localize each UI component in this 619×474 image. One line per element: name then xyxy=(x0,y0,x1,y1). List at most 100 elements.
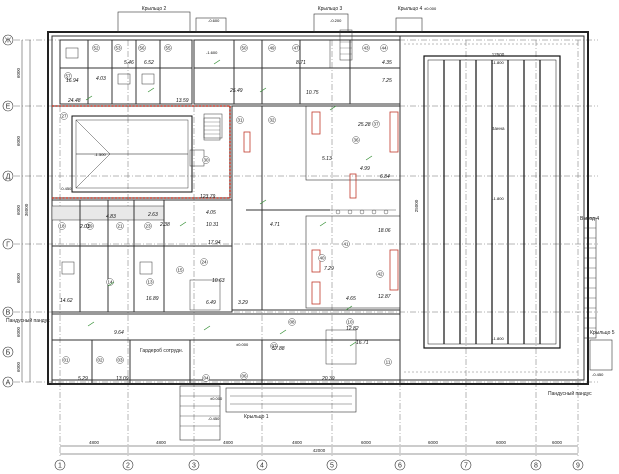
room-area: 9.64 xyxy=(114,330,124,336)
porch-2-label: Крыльцо 2 xyxy=(142,6,167,12)
dim-bottom-7: 6000 xyxy=(496,440,507,445)
dim-bottom-5: 6000 xyxy=(361,440,372,445)
room-area: 5.13 xyxy=(322,156,332,162)
upper-left-block xyxy=(59,39,193,105)
room-no: 50 xyxy=(241,46,247,51)
dim-bottom-8: 6000 xyxy=(552,440,563,445)
room-no: 07 xyxy=(271,344,277,349)
pool-dimension-labels: Ванна 12500 25000 xyxy=(414,52,505,212)
room-area: 4.99 xyxy=(360,166,370,172)
room-area: 14.62 xyxy=(60,298,73,304)
room-no: 04 xyxy=(203,376,209,381)
axis-label-v: В xyxy=(6,310,11,317)
room-area: 24.48 xyxy=(67,98,81,104)
porch-1-label: Крыльцо 1 xyxy=(244,414,269,420)
dim-bottom-6: 6000 xyxy=(428,440,439,445)
room-no: 37 xyxy=(373,122,379,127)
room-area: 17.94 xyxy=(208,240,221,246)
axis-label-d: Д xyxy=(6,174,11,181)
axis-label-a: А xyxy=(6,380,11,387)
axis-label-g: Г xyxy=(6,242,10,249)
room-area: 25.28 xyxy=(357,122,371,128)
room-area: 10.63 xyxy=(212,278,225,284)
pool-basin xyxy=(423,55,561,349)
axis-bubbles-bottom: 1 2 3 4 5 6 7 8 9 xyxy=(54,459,584,471)
room-no: 43 xyxy=(363,46,369,51)
room-no: 40 xyxy=(319,256,325,261)
room-area: 4.83 xyxy=(106,214,116,220)
pool-dim-width: 12500 xyxy=(492,52,505,57)
entrance-note: Выход 4 xyxy=(580,216,599,222)
room-area: 16.71 xyxy=(356,340,369,346)
dim-left-5: 6000 xyxy=(16,326,21,337)
room-no: 01 xyxy=(63,358,69,363)
dim-left-6: 6000 xyxy=(16,361,21,372)
pool-hall: -1.800 -1.800 -1.800 Выход 4 xyxy=(399,35,599,381)
small-pool-level: -1.500 xyxy=(94,152,106,157)
axis-label-6: 6 xyxy=(398,463,402,470)
room-area: 6.52 xyxy=(144,60,154,66)
porch-4-label: Крыльцо 4 xyxy=(398,6,423,12)
lower-band: Гардероб сотрудн. Пандусный пандус Панду… xyxy=(6,313,592,397)
room-no: 06 xyxy=(241,374,247,379)
lower-left-block xyxy=(51,199,233,313)
room-area: 6.49 xyxy=(206,300,216,306)
room-area: 4.71 xyxy=(270,222,280,228)
room-area: 7.29 xyxy=(324,266,334,272)
room-no: 44 xyxy=(381,46,387,51)
upper-porches: Крыльцо 2 Крыльцо 3 Крыльцо 4 -0.600 -0.… xyxy=(117,6,437,33)
room-area: 13.59 xyxy=(176,98,189,104)
dim-bottom-2: 4800 xyxy=(156,440,167,445)
room-no: 10 xyxy=(347,320,353,325)
elev-mark: ±0.000 xyxy=(210,396,223,401)
pool-label: Ванна xyxy=(492,126,505,131)
axis-label-9: 9 xyxy=(576,463,580,470)
dim-left-2: 6000 xyxy=(16,135,21,146)
axis-label-zh: Ж xyxy=(5,38,12,45)
room-area: 5.46 xyxy=(124,60,134,66)
room-no: 41 xyxy=(343,242,349,247)
room-area: 25.49 xyxy=(229,88,243,94)
room-no: 13 xyxy=(147,280,153,285)
dim-left-3: 6000 xyxy=(16,204,21,215)
room-area: 123.79 xyxy=(200,194,216,200)
pool-level-top: -1.800 xyxy=(492,60,504,65)
room-area: 12.87 xyxy=(378,294,391,300)
dimension-chain-left: 6000 6000 6000 6000 6000 6000 36000 xyxy=(16,40,31,382)
ramp-note-left: Пандусный пандус xyxy=(6,317,50,324)
axis-bubbles-left: Ж Е Д Г В Б А xyxy=(2,34,14,388)
elev-porch-5: -0.450 xyxy=(592,372,604,377)
room-no: 56 xyxy=(139,46,145,51)
axis-label-5: 5 xyxy=(330,463,334,470)
finish-annotations xyxy=(85,59,373,347)
room-area: 3.29 xyxy=(238,300,248,306)
elev-mark: ±0.000 xyxy=(236,342,249,347)
axis-label-4: 4 xyxy=(260,463,264,470)
room-no: 24 xyxy=(201,260,207,265)
room-area: 18.06 xyxy=(378,228,391,234)
room-no: 02 xyxy=(97,358,103,363)
room-area: 16.89 xyxy=(146,296,159,302)
dim-bottom-3: 4800 xyxy=(223,440,234,445)
room-area: 2.03 xyxy=(79,224,90,230)
room-area: 2.63 xyxy=(147,212,158,218)
room-no: 42 xyxy=(377,272,383,277)
room-no: 32 xyxy=(269,118,275,123)
room-area: 8.71 xyxy=(296,60,306,66)
elev-porch-3: -0.200 xyxy=(330,18,342,23)
elev-mark: -1.600 xyxy=(206,50,218,55)
central-stair xyxy=(203,29,353,141)
porch-5-label: Крыльцо 5 xyxy=(590,330,615,336)
dim-left-4: 6000 xyxy=(16,272,21,283)
dim-left-overall: 36000 xyxy=(24,203,29,216)
room-area: 5.29 xyxy=(78,376,88,382)
axis-label-b: Б xyxy=(6,350,11,357)
central-hall xyxy=(231,105,401,311)
main-entrance: Крыльцо 1 -0.450 Крыльцо 5 -0.450 xyxy=(179,330,615,441)
elev-entrance: -0.450 xyxy=(208,416,220,421)
room-area: 12.82 xyxy=(346,326,359,332)
room-no: 23 xyxy=(145,224,151,229)
room-no: 57 xyxy=(65,74,71,79)
room-area: 7.25 xyxy=(382,78,392,84)
